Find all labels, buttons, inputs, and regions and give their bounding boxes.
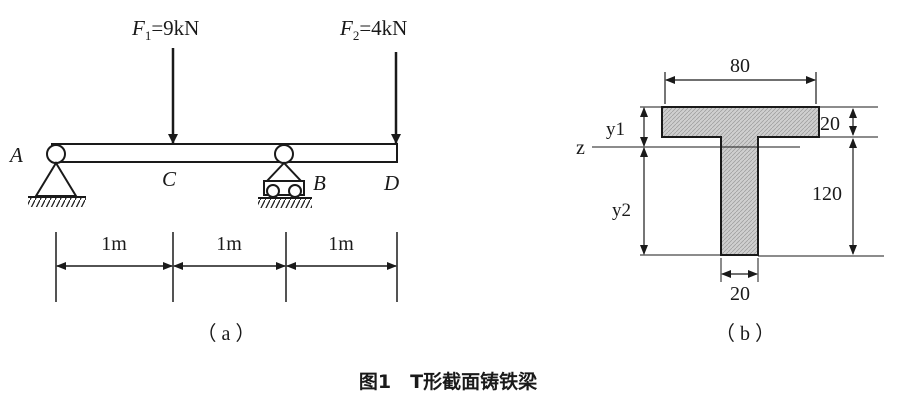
point-label-a: A bbox=[8, 143, 23, 167]
span-label-cb: 1m bbox=[216, 233, 242, 255]
dim-label-web-width: 20 bbox=[730, 283, 750, 305]
dim-label-total-height: 120 bbox=[812, 183, 842, 205]
axis-label-z: z bbox=[576, 137, 585, 159]
dim-label-y2: y2 bbox=[612, 200, 631, 221]
force-f2-label: F2=4kN bbox=[339, 16, 407, 43]
t-section-diagram: 80 z y1 y2 20 120 bbox=[576, 55, 884, 345]
subfigure-label-a: （ a ） bbox=[197, 322, 256, 345]
point-label-c: C bbox=[162, 167, 177, 191]
force-f1: F1=9kN bbox=[131, 16, 199, 144]
beam-diagram: F1=9kN F2=4kN A C B D 1m 1m 1m （ a ） bbox=[8, 16, 407, 345]
point-label-d: D bbox=[383, 171, 399, 195]
subfigure-label-b: （ b ） bbox=[715, 322, 775, 345]
dimension-y1-y2: y1 y2 bbox=[606, 106, 721, 256]
force-f1-label: F1=9kN bbox=[131, 16, 199, 43]
point-label-b: B bbox=[313, 171, 326, 195]
dimension-flange-thickness: 20 bbox=[819, 106, 878, 138]
span-label-ac: 1m bbox=[101, 233, 127, 255]
pin-support-a bbox=[28, 144, 86, 207]
t-section-shape bbox=[661, 106, 820, 256]
span-label-bd: 1m bbox=[328, 233, 354, 255]
dimension-top-width: 80 bbox=[664, 55, 817, 104]
dim-label-top-width: 80 bbox=[730, 55, 750, 77]
beam-body bbox=[51, 143, 398, 163]
dim-label-flange-thickness: 20 bbox=[820, 113, 840, 135]
force-f2: F2=4kN bbox=[339, 16, 407, 144]
figure-caption: 图1 T形截面铸铁梁 bbox=[359, 370, 538, 393]
span-dimensions: 1m 1m 1m bbox=[55, 232, 398, 302]
roller-support-b bbox=[258, 144, 312, 208]
dim-label-y1: y1 bbox=[606, 119, 625, 140]
dimension-total-height: 120 bbox=[758, 138, 884, 257]
dimension-web-width: 20 bbox=[720, 258, 759, 305]
